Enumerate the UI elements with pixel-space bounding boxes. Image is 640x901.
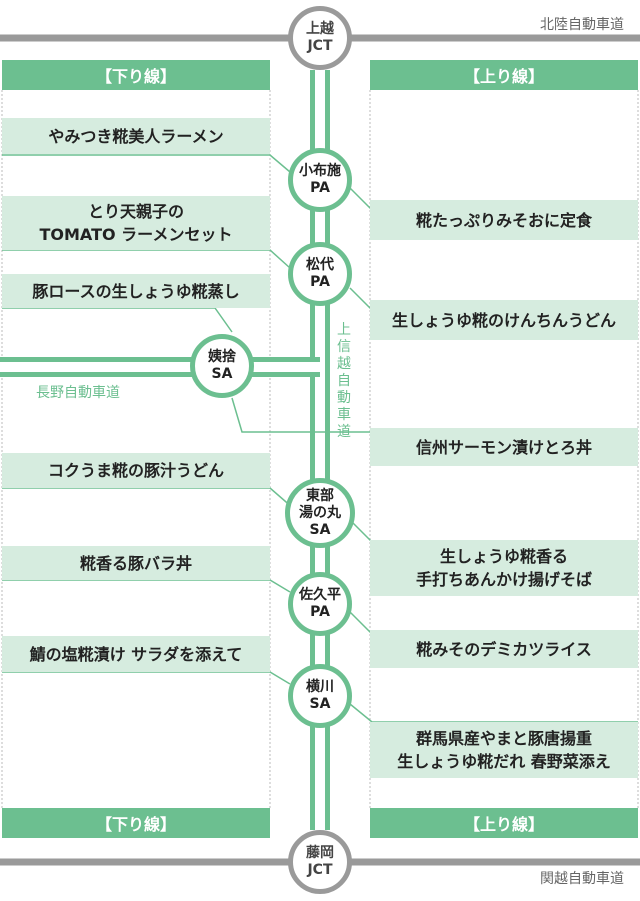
station-name: 小布施 [299, 163, 341, 179]
down-item: とり天親子の TOMATO ラーメンセット [2, 196, 270, 250]
header-up-top: 【上り線】 [370, 60, 638, 90]
station-type: PA [310, 180, 330, 196]
up-item: 糀みそのデミカツライス [370, 630, 638, 668]
station-name-2: 湯の丸 [299, 504, 341, 521]
item-text: 信州サーモン漬けとろ丼 [415, 437, 592, 457]
road-nagano: 長野自動車道 [36, 385, 120, 401]
item-text: 生しょうゆ糀のけんちんうどん [391, 310, 616, 330]
up-item: 信州サーモン漬けとろ丼 [370, 428, 638, 466]
station-name: 松代 [306, 257, 334, 273]
item-text: 生しょうゆ糀香る [439, 547, 568, 566]
item-text: TOMATO ラーメンセット [39, 225, 233, 244]
up-item: 群馬県産やまと豚唐揚重生しょうゆ糀だれ 春野菜添え [370, 722, 638, 778]
road-kanetsu: 関越自動車道 [540, 871, 624, 887]
up-item: 生しょうゆ糀香る手打ちあんかけ揚げそば [370, 540, 638, 596]
down-item: 糀香る豚バラ丼 [2, 546, 270, 580]
station-name: 東部 [306, 487, 334, 504]
header-down-bottom: 【下り線】 [2, 808, 270, 838]
down-item: やみつき糀美人ラーメン [2, 118, 270, 154]
up-item: 生しょうゆ糀のけんちんうどん [370, 300, 638, 340]
down-item: 鯖の塩糀漬け サラダを添えて [2, 636, 270, 672]
down-item: コクうま糀の豚汁うどん [2, 453, 270, 488]
station-type: SA [211, 366, 233, 382]
station-name: 横川 [306, 679, 334, 695]
up-item: 糀たっぷりみそおに定食 [370, 200, 638, 240]
item-text: 豚ロースの生しょうゆ糀蒸し [32, 281, 240, 301]
item-text: やみつき糀美人ラーメン [48, 126, 224, 146]
header-down-top: 【下り線】 [2, 60, 270, 90]
station-name: 姨捨 [208, 349, 236, 365]
item-text: 生しょうゆ糀だれ 春野菜添え [397, 752, 611, 771]
station-type: SA [309, 521, 331, 538]
station-type: PA [310, 274, 330, 290]
item-text: 手打ちあんかけ揚げそば [415, 570, 592, 589]
item-text: 糀香る豚バラ丼 [79, 553, 192, 573]
header-up-bottom: 【上り線】 [370, 808, 638, 838]
item-text: コクうま糀の豚汁うどん [47, 461, 224, 480]
item-text: 糀たっぷりみそおに定食 [415, 210, 592, 230]
item-text: 群馬県産やまと豚唐揚重 [415, 729, 592, 748]
jct-name: 上越 [306, 21, 334, 37]
station-type: SA [309, 696, 331, 712]
road-joshinetsu: 上信越自動車道 [337, 322, 351, 440]
station-type: PA [310, 604, 330, 620]
item-text: とり天親子の [87, 202, 184, 221]
jct-name: 藤岡 [306, 845, 334, 861]
station-name: 佐久平 [299, 587, 341, 603]
down-item: 豚ロースの生しょうゆ糀蒸し [2, 274, 270, 308]
jct-label: JCT [307, 38, 333, 54]
item-text: 鯖の塩糀漬け サラダを添えて [29, 644, 243, 664]
road-hokuriku: 北陸自動車道 [540, 17, 624, 33]
item-text: 糀みそのデミカツライス [416, 639, 592, 659]
jct-label: JCT [307, 862, 333, 878]
